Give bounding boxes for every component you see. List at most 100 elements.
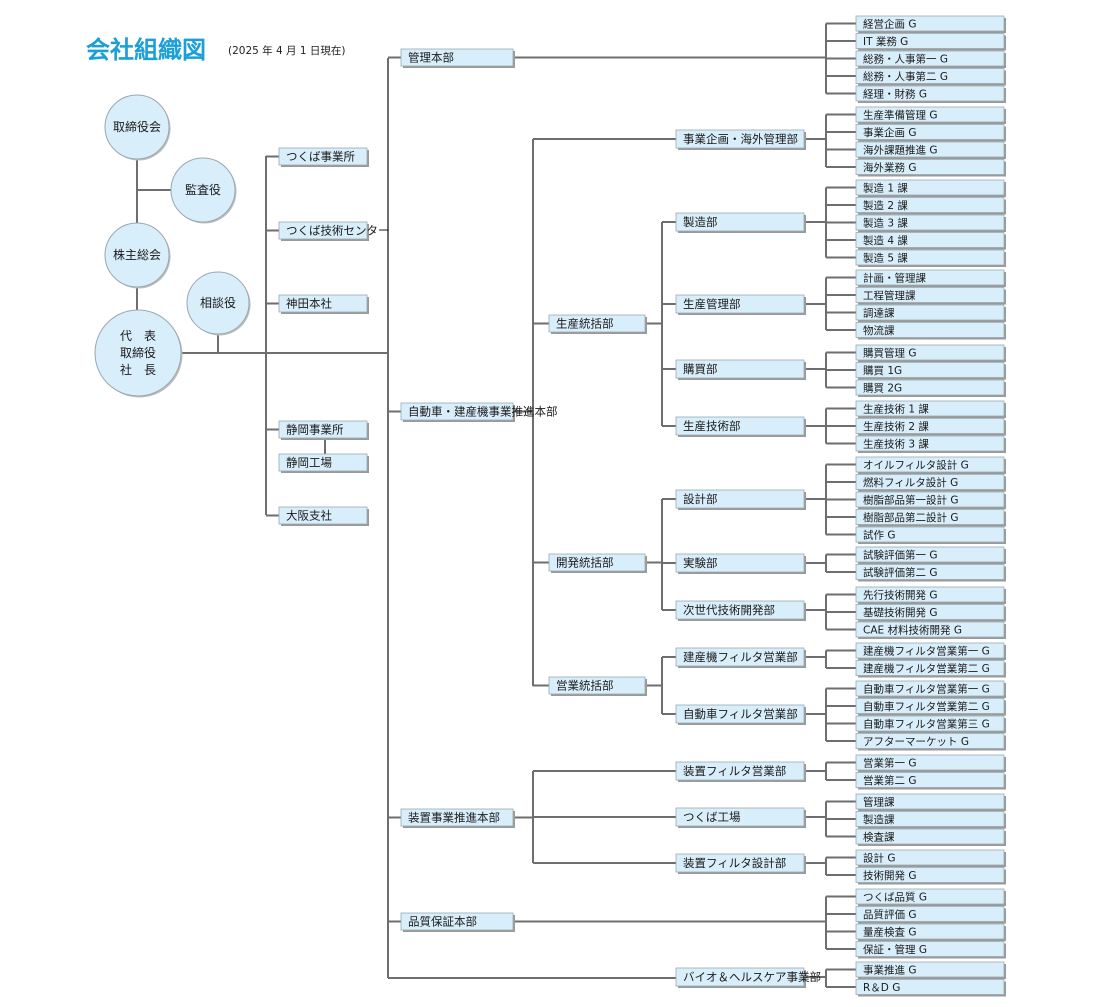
shareholders-meeting-node[interactable]: 株主総会 xyxy=(104,222,171,289)
group-box[interactable]: 生産準備管理 G xyxy=(855,106,1006,124)
group-box[interactable]: 量産検査 G xyxy=(855,923,1006,941)
group-box[interactable]: 総務・人事第一 G xyxy=(855,50,1006,68)
dept-box[interactable]: 実験部 xyxy=(675,553,806,574)
group-box[interactable]: 試験評価第二 G xyxy=(855,564,1006,582)
site-box[interactable]: 静岡工場 xyxy=(278,453,369,473)
group-box[interactable]: オイルフィルタ設計 G xyxy=(855,456,1006,474)
group-box[interactable]: 製造 4 課 xyxy=(855,232,1006,250)
auditor-node[interactable]: 監査役 xyxy=(170,157,237,224)
group-box[interactable]: 建産機フィルタ営業第二 G xyxy=(855,660,1006,678)
box-body xyxy=(855,287,1005,303)
group-box[interactable]: 検査課 xyxy=(855,828,1006,846)
group-box[interactable]: 総務・人事第二 G xyxy=(855,68,1006,86)
group-box[interactable]: 樹脂部品第二設計 G xyxy=(855,509,1006,527)
box-body xyxy=(675,600,805,620)
group-box[interactable]: 自動車フィルタ営業第一 G xyxy=(855,680,1006,698)
box-body xyxy=(855,15,1005,32)
dept-box[interactable]: 装置フィルタ営業部 xyxy=(675,761,806,782)
group-box[interactable]: 調達課 xyxy=(855,304,1006,322)
group-box[interactable]: 基礎技術開発 G xyxy=(855,604,1006,622)
division-seisan_tokatsu[interactable]: 生産統括部 xyxy=(548,314,647,334)
group-box[interactable]: 海外課題推進 G xyxy=(855,141,1006,159)
dept-box[interactable]: 自動車フィルタ営業部 xyxy=(675,704,806,725)
dept-bio[interactable]: バイオ＆ヘルスケア事業部 xyxy=(675,967,821,988)
group-box[interactable]: 物流課 xyxy=(855,322,1006,340)
group-box[interactable]: 生産技術 1 課 xyxy=(855,400,1006,418)
dept-box[interactable]: 製造部 xyxy=(675,212,806,233)
group-box[interactable]: 計画・管理課 xyxy=(855,269,1006,287)
dept-box[interactable]: 装置フィルタ設計部 xyxy=(675,853,806,874)
group-box[interactable]: 先行技術開発 G xyxy=(855,586,1006,604)
dept-box[interactable]: つくば工場 xyxy=(675,807,806,828)
group-box[interactable]: 自動車フィルタ営業第二 G xyxy=(855,698,1006,716)
group-box[interactable]: 建産機フィルタ営業第一 G xyxy=(855,642,1006,660)
box-body xyxy=(855,141,1005,158)
site-box[interactable]: 大阪支社 xyxy=(278,506,369,526)
shareholders-meeting-node-label: 株主総会 xyxy=(113,247,161,262)
group-box[interactable]: 事業推進 G xyxy=(855,961,1006,979)
site-box[interactable]: 静岡事業所 xyxy=(278,420,369,440)
group-box[interactable]: 海外業務 G xyxy=(855,159,1006,177)
group-box[interactable]: 経営企画 G xyxy=(855,15,1006,33)
hq-kanri[interactable]: 管理本部 xyxy=(400,48,515,68)
box-body xyxy=(675,647,805,667)
group-box[interactable]: 経理・財務 G xyxy=(855,85,1006,103)
group-box[interactable]: CAE 材料技術開発 G xyxy=(855,621,1006,639)
group-box[interactable]: 製造 5 課 xyxy=(855,249,1006,267)
group-box[interactable]: 営業第一 G xyxy=(855,754,1006,772)
box-body xyxy=(855,379,1005,396)
hq-sochi[interactable]: 装置事業推進本部 xyxy=(400,808,515,828)
group-box[interactable]: 購買管理 G xyxy=(855,344,1006,362)
group-box[interactable]: 設計 G xyxy=(855,849,1006,867)
group-box[interactable]: 購買 1G xyxy=(855,362,1006,380)
group-box[interactable]: 試作 G xyxy=(855,526,1006,544)
dept-box[interactable]: 設計部 xyxy=(675,489,806,510)
group-box[interactable]: アフターマーケット G xyxy=(855,733,1006,751)
site-box[interactable]: 神田本社 xyxy=(278,294,369,314)
hq-jidosha[interactable]: 自動車・建産機事業推進本部 xyxy=(400,402,558,422)
group-box[interactable]: 工程管理課 xyxy=(855,287,1006,305)
dept-box[interactable]: 購買部 xyxy=(675,359,806,380)
group-box[interactable]: つくば品質 G xyxy=(855,888,1006,906)
group-box[interactable]: 技術開発 G xyxy=(855,867,1006,885)
group-box[interactable]: 品質評価 G xyxy=(855,906,1006,924)
group-box[interactable]: 生産技術 3 課 xyxy=(855,435,1006,453)
group-box[interactable]: 燃料フィルタ設計 G xyxy=(855,474,1006,492)
group-box[interactable]: IT 業務 G xyxy=(855,33,1006,51)
dept-box[interactable]: 生産管理部 xyxy=(675,294,806,315)
group-box[interactable]: 営業第二 G xyxy=(855,772,1006,790)
site-box[interactable]: つくば事業所 xyxy=(278,147,369,167)
box-body xyxy=(675,853,805,873)
group-box[interactable]: 製造課 xyxy=(855,811,1006,829)
group-box[interactable]: 樹脂部品第一設計 G xyxy=(855,491,1006,509)
hq-sochi-label: 装置事業推進本部 xyxy=(408,811,500,825)
group-box[interactable]: 製造 3 課 xyxy=(855,214,1006,232)
group-box[interactable]: 試験評価第一 G xyxy=(855,546,1006,564)
box-body xyxy=(855,232,1005,248)
group-box[interactable]: 管理課 xyxy=(855,793,1006,811)
dept-box[interactable]: 建産機フィルタ営業部 xyxy=(675,647,806,668)
site-box-label: 大阪支社 xyxy=(286,509,332,523)
group-box[interactable]: 生産技術 2 課 xyxy=(855,418,1006,436)
group-box[interactable]: 自動車フィルタ営業第三 G xyxy=(855,715,1006,733)
division-eigyo_tokatsu[interactable]: 営業統括部 xyxy=(548,676,647,696)
board-of-directors-node[interactable]: 取締役会 xyxy=(104,94,171,161)
box-body xyxy=(855,418,1005,434)
division-kaihatsu_tokatsu[interactable]: 開発統括部 xyxy=(548,553,647,573)
dept-box[interactable]: 生産技術部 xyxy=(675,416,806,437)
group-box[interactable]: 製造 1 課 xyxy=(855,179,1006,197)
group-box[interactable]: 製造 2 課 xyxy=(855,197,1006,215)
group-box[interactable]: 購買 2G xyxy=(855,379,1006,397)
box-body xyxy=(855,564,1005,580)
box-body xyxy=(855,979,1005,995)
dept-kikaku[interactable]: 事業企画・海外管理部 xyxy=(675,129,806,150)
group-box[interactable]: R＆D G xyxy=(855,979,1006,997)
advisor-node[interactable]: 相談役 xyxy=(186,271,251,336)
group-box[interactable]: 事業企画 G xyxy=(855,124,1006,142)
dept-box[interactable]: 次世代技術開発部 xyxy=(675,600,806,621)
group-box[interactable]: 保証・管理 G xyxy=(855,941,1006,959)
box-body xyxy=(855,249,1005,266)
hq-hinshitsu[interactable]: 品質保証本部 xyxy=(400,912,515,932)
site-box[interactable]: つくば技術センター xyxy=(278,221,390,241)
